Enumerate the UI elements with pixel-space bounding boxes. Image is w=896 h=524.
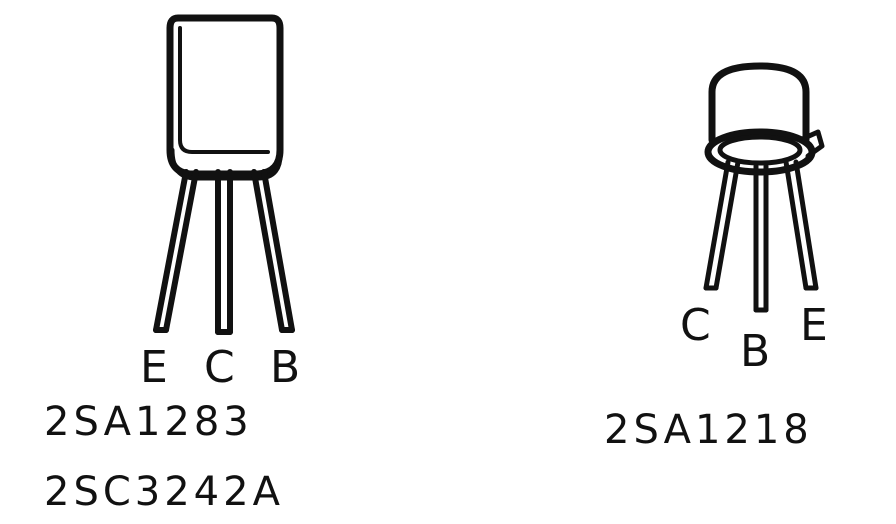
right-package-can (708, 62, 810, 144)
left-pin-label-b: B (270, 342, 301, 393)
left-package-body (166, 14, 284, 178)
left-pin-label-c: C (204, 342, 235, 393)
left-transistor-package (153, 14, 295, 335)
right-package-tab (797, 129, 825, 159)
left-lead-e (153, 169, 199, 333)
right-lead-b (753, 163, 769, 313)
left-package-inner-edge (178, 26, 270, 154)
left-lead-c (215, 169, 233, 335)
right-pin-label-e: E (800, 300, 828, 351)
right-pin-label-c: C (680, 300, 711, 351)
left-part-number-2: 2SC3242A (44, 469, 284, 515)
left-part-number-1: 2SA1283 (44, 399, 253, 445)
right-lead-e (783, 159, 819, 291)
right-part-number: 2SA1218 (604, 407, 813, 453)
right-pin-label-b: B (740, 326, 771, 377)
left-pin-label-e: E (140, 342, 168, 393)
left-lead-b (251, 169, 295, 333)
right-transistor-package (703, 62, 825, 313)
right-lead-c (703, 159, 741, 291)
